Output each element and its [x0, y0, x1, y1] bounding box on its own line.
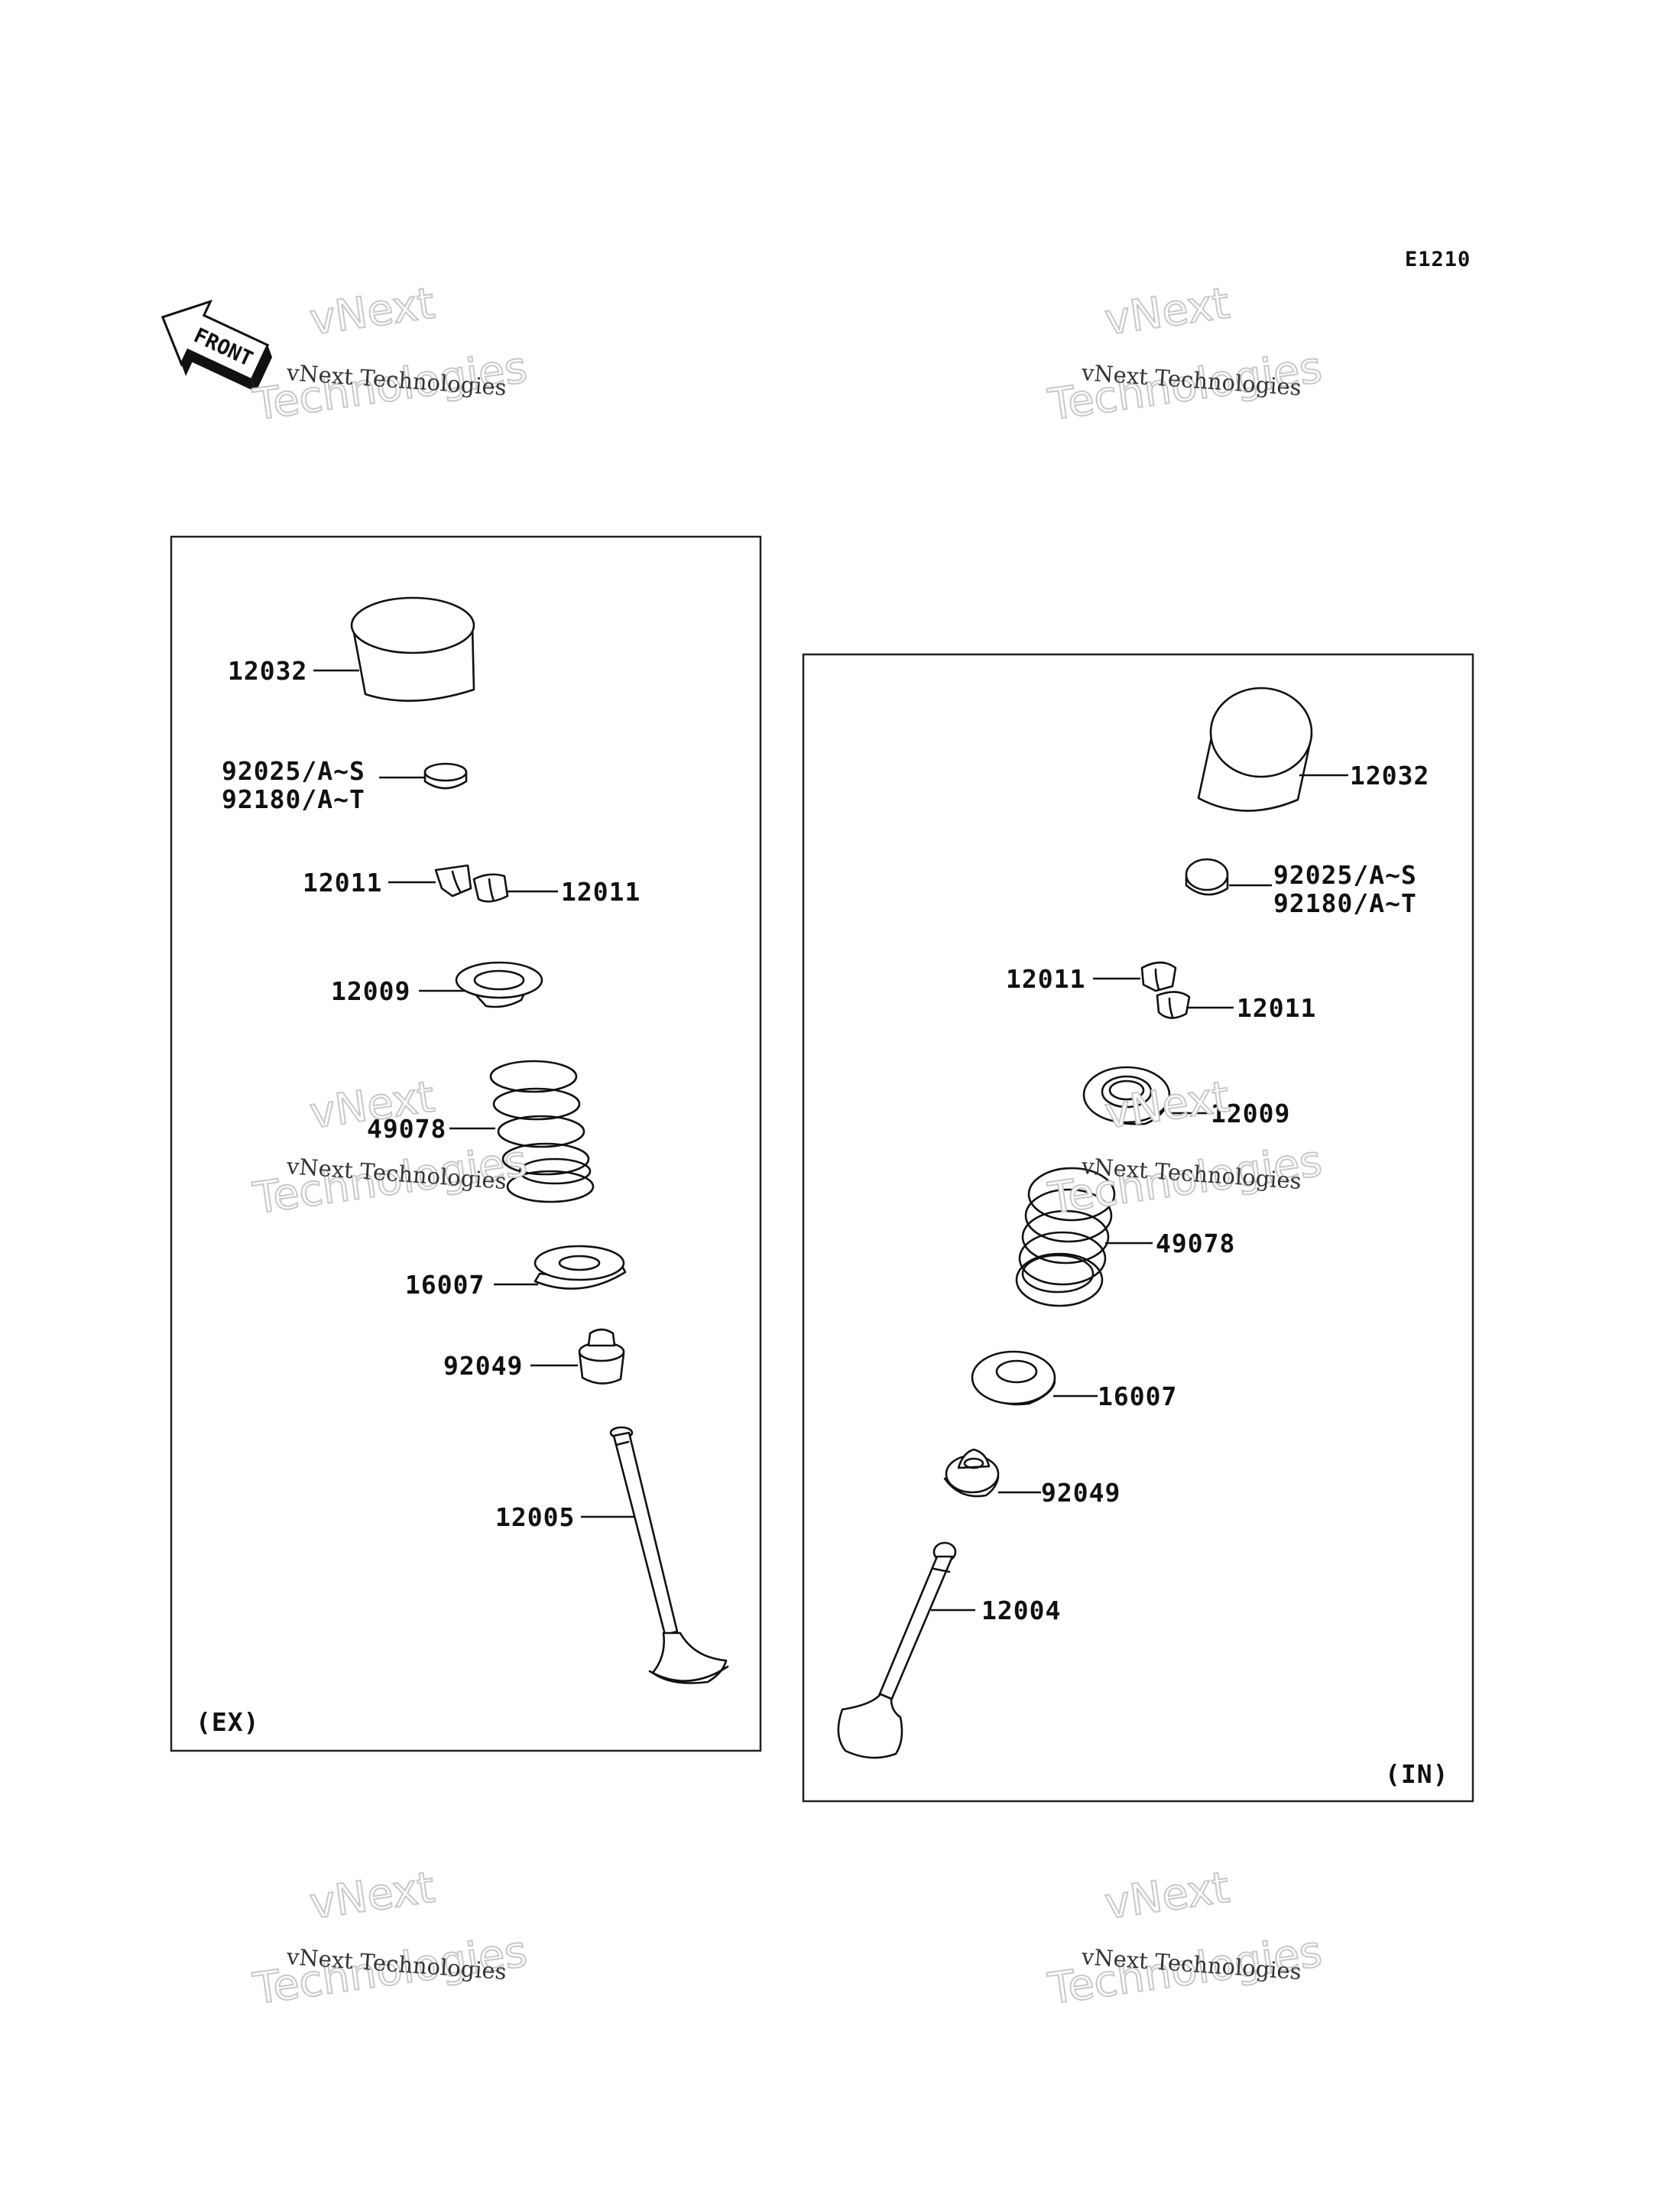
ex-shim-label-b: 92180/A~T: [222, 784, 365, 814]
ex-shim-part: [423, 762, 468, 790]
in-retainer-label: 12009: [1211, 1099, 1290, 1128]
in-cotter-part: [1140, 961, 1191, 1019]
ex-oil-seal-part: [578, 1328, 625, 1385]
ex-shim-label-a: 92025/A~S: [222, 756, 365, 786]
ex-tappet-part: [350, 596, 475, 702]
in-panel-tag: (IN): [1385, 1759, 1448, 1789]
exhaust-panel: [170, 535, 762, 1752]
in-spring-seat-label: 16007: [1098, 1381, 1177, 1411]
in-spring-part: [1015, 1167, 1116, 1307]
ex-spring-seat-part: [534, 1245, 627, 1290]
ex-retainer-part: [455, 961, 543, 1008]
ex-cotter-left-label: 12011: [303, 868, 382, 898]
ex-oil-seal-label: 92049: [443, 1351, 523, 1381]
svg-text:vNext: vNext: [306, 278, 437, 345]
ex-cotter-part: [434, 864, 509, 903]
svg-text:vNext: vNext: [1101, 1862, 1232, 1929]
ex-panel-tag: (EX): [196, 1707, 259, 1737]
in-shim-part: [1185, 858, 1229, 896]
ex-spring-label: 49078: [367, 1114, 446, 1144]
in-shim-label-b: 92180/A~T: [1273, 888, 1417, 918]
in-retainer-part: [1082, 1066, 1171, 1125]
in-cotter-right-label: 12011: [1237, 993, 1316, 1023]
in-spring-label: 49078: [1156, 1229, 1235, 1258]
in-tappet-label: 12032: [1350, 761, 1429, 791]
watermark: vNext Technologies vNext Technologies: [1044, 278, 1325, 431]
ex-tappet-label: 12032: [228, 656, 307, 686]
ex-valve-part: [609, 1426, 729, 1684]
in-shim-label-a: 92025/A~S: [1273, 860, 1417, 890]
ex-spring-seat-label: 16007: [405, 1270, 485, 1300]
watermark: vNext Technologies vNext Technologies: [249, 278, 530, 431]
svg-text:vNext: vNext: [1101, 278, 1232, 345]
ex-retainer-label: 12009: [331, 976, 410, 1006]
watermark: vNext Technologies vNext Technologies: [249, 1071, 530, 1225]
ex-valve-label: 12005: [495, 1502, 575, 1532]
in-oil-seal-label: 92049: [1041, 1478, 1121, 1508]
diagram-code: E1210: [1405, 248, 1471, 271]
in-valve-label: 12004: [981, 1596, 1061, 1625]
intake-panel: [802, 653, 1474, 1803]
in-valve-part: [837, 1541, 957, 1759]
ex-spring-part: [489, 1060, 595, 1203]
ex-cotter-right-label: 12011: [561, 877, 641, 907]
watermark: vNext Technologies vNext Technologies: [249, 1862, 530, 2015]
in-oil-seal-part: [943, 1448, 1000, 1498]
in-spring-seat-part: [971, 1350, 1056, 1406]
watermark: vNext Technologies vNext Technologies: [1044, 1071, 1325, 1225]
in-cotter-left-label: 12011: [1006, 964, 1085, 994]
svg-text:vNext: vNext: [306, 1862, 437, 1929]
watermark: vNext Technologies vNext Technologies: [1044, 1862, 1325, 2015]
in-tappet-part: [1197, 687, 1313, 812]
